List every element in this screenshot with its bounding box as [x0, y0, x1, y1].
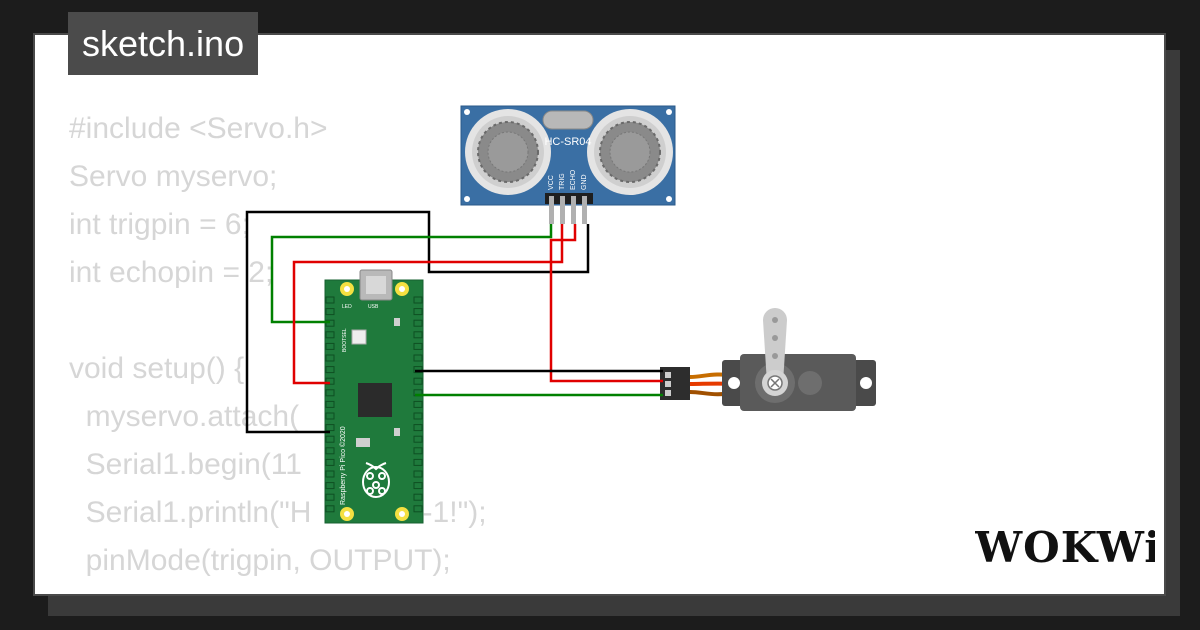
pico-pin[interactable]	[325, 331, 335, 339]
wires	[245, 210, 663, 434]
code-line: #include <Servo.h>	[69, 112, 328, 145]
pico-pin[interactable]	[413, 308, 423, 316]
code-line: int trigpin = 6;	[69, 208, 250, 241]
pico-pin[interactable]	[325, 354, 335, 362]
pico-pin[interactable]	[413, 447, 423, 455]
code-line: Servo myservo;	[69, 160, 278, 193]
mount-hole	[666, 196, 672, 202]
pico-pin[interactable]	[325, 505, 335, 513]
pico-pin[interactable]	[413, 435, 423, 443]
pico-pin-headers	[325, 296, 423, 513]
pico-pin[interactable]	[413, 412, 423, 420]
pico-pin[interactable]	[413, 354, 423, 362]
code-line: pinMode(echopin, INPUT);	[69, 585, 487, 594]
bootsel-label: BOOTSEL	[342, 328, 348, 352]
pico-pin[interactable]	[413, 296, 423, 304]
pico-pin[interactable]	[325, 435, 335, 443]
code-line: void setup() {	[69, 352, 245, 385]
servo-icon[interactable]	[660, 308, 876, 411]
pico-pin[interactable]	[325, 308, 335, 316]
mount-hole	[666, 109, 672, 115]
brand-text: WOKWi	[975, 523, 1155, 572]
pico-board[interactable]: LED USB BOOTSEL Raspberry Pi Pico ©2020	[324, 269, 424, 524]
mount-hole	[464, 196, 470, 202]
wire-servo-power[interactable]	[549, 224, 663, 383]
pico-pin[interactable]	[413, 493, 423, 501]
ultrasonic-sensor[interactable]: HC-SR04 VCC TRIG ECHO GND	[460, 105, 676, 224]
sensor-model-label: HC-SR04	[544, 136, 591, 148]
servo-connector	[660, 367, 690, 400]
pin-label-echo: ECHO	[570, 169, 577, 190]
pico-pin[interactable]	[325, 296, 335, 304]
pico-pin[interactable]	[325, 470, 335, 478]
pico-pin[interactable]	[413, 400, 423, 408]
code-line: myservo.attach(	[69, 400, 300, 433]
pico-pin[interactable]	[325, 366, 335, 374]
pico-pin[interactable]	[413, 470, 423, 478]
flash-chip	[356, 438, 370, 447]
bootsel-button[interactable]	[351, 329, 367, 345]
pico-side-text: Raspberry Pi Pico ©2020	[339, 426, 347, 505]
pico-pin[interactable]	[413, 366, 423, 374]
pico-pin[interactable]	[325, 493, 335, 501]
transducer-right	[587, 109, 673, 195]
code-line: pinMode(trigpin, OUTPUT);	[69, 544, 451, 577]
pico-pin[interactable]	[413, 377, 423, 385]
pico-pin[interactable]	[325, 482, 335, 490]
pico-pin[interactable]	[325, 389, 335, 397]
pico-pin[interactable]	[413, 319, 423, 327]
pin-vcc[interactable]	[549, 196, 554, 224]
pico-pin[interactable]	[325, 424, 335, 432]
code-listing: #include <Servo.h> Servo myservo; int trig…	[69, 105, 487, 594]
pin-gnd[interactable]	[582, 196, 587, 224]
rp2040-chip	[358, 383, 392, 417]
wire-gnd[interactable]	[245, 210, 590, 434]
code-line: int echopin = 2;	[69, 256, 274, 289]
pin-label-vcc: VCC	[548, 175, 555, 190]
wire-vcc[interactable]	[270, 224, 553, 324]
usb-label: USB	[368, 304, 379, 310]
usb-port	[366, 276, 386, 294]
raspberry-logo-icon	[362, 462, 390, 498]
pico-pin[interactable]	[413, 424, 423, 432]
pico-pin[interactable]	[413, 482, 423, 490]
mount-hole	[464, 109, 470, 115]
pico-pin[interactable]	[325, 458, 335, 466]
pin-label-trig: TRIG	[559, 173, 566, 190]
pico-pin[interactable]	[325, 412, 335, 420]
servo-horn[interactable]	[763, 308, 787, 383]
file-title: sketch.ino	[68, 12, 259, 75]
pico-pin[interactable]	[325, 400, 335, 408]
transducer-left	[465, 109, 551, 195]
code-line: Serial1.begin(11	[69, 448, 302, 481]
header-block	[545, 193, 593, 204]
led-label: LED	[342, 304, 352, 310]
pico-pin[interactable]	[413, 458, 423, 466]
pico-pin[interactable]	[413, 342, 423, 350]
pico-pin[interactable]	[413, 505, 423, 513]
crystal	[542, 110, 594, 130]
pico-pin[interactable]	[413, 331, 423, 339]
pico-pin[interactable]	[325, 342, 335, 350]
pin-echo[interactable]	[571, 196, 576, 224]
pico-pin[interactable]	[325, 447, 335, 455]
wokwi-logo: WOKWi	[975, 523, 1155, 572]
wire-trig[interactable]	[292, 224, 564, 385]
pin-trig[interactable]	[560, 196, 565, 224]
pin-label-gnd: GND	[581, 174, 588, 190]
